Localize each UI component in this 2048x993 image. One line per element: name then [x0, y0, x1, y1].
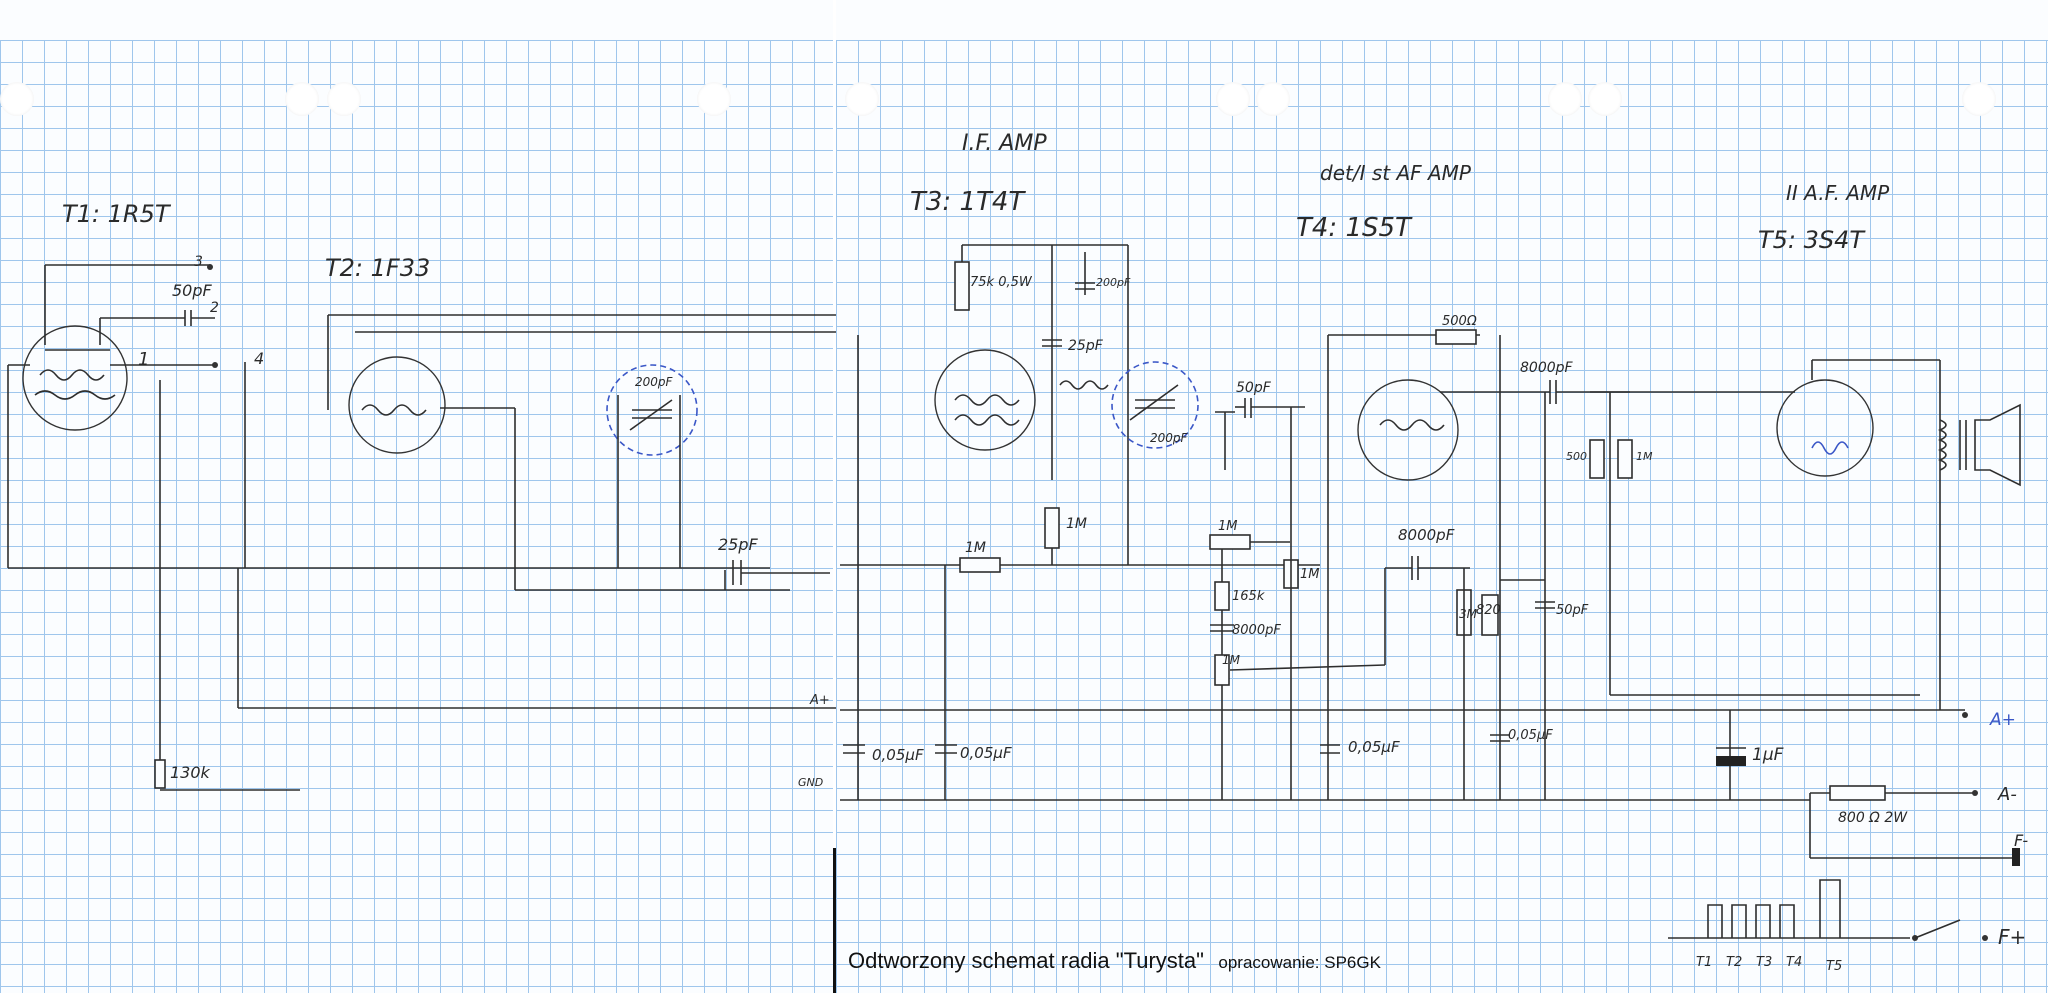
resistor-1m-c: [1209, 534, 1251, 550]
terminal-label-a-plus-right: A+: [1989, 710, 2016, 730]
filament-label-t3: T3: [1756, 955, 1772, 970]
resistor-500-ohm: [1435, 329, 1477, 345]
resistor-label-1m-e: 1M: [1300, 567, 1320, 582]
loudspeaker-icon: [1974, 403, 2021, 487]
tube-label-t1: T1: 1R5T: [62, 200, 172, 228]
cap-label-50pf-c: 50pF: [1556, 603, 1589, 618]
resistor-800-ohm: [1829, 785, 1886, 801]
resistor-1m-b: [959, 557, 1001, 573]
caption-credit: opracowanie: SP6GK: [1218, 953, 1381, 972]
cap-label-005uf-c: 0,05μF: [1348, 738, 1400, 756]
resistor-label-75k: 75k 0,5W: [970, 275, 1033, 290]
cap-label-200pf-t3b: 200pF: [1150, 431, 1189, 445]
terminal-label-a-minus: A-: [1997, 784, 2017, 805]
cap-label-005uf-d: 0,05μF: [1508, 728, 1553, 743]
punch-hole: [0, 82, 34, 116]
punch-hole: [1588, 82, 1622, 116]
cap-label-005uf-a: 0,05μF: [872, 746, 924, 764]
cap-label-8000pf-a: 8000pF: [1520, 360, 1574, 376]
cap-label-50pf-t1: 50pF: [172, 281, 213, 300]
filament-label-t5: T5: [1826, 959, 1842, 974]
node-label-4: 4: [254, 349, 264, 368]
terminal-label-f-plus: F+: [1998, 925, 2026, 949]
resistor-label-1m-b: 1M: [965, 540, 986, 556]
filament-battery-icon: [2012, 848, 2020, 866]
tube-t5-envelope: [1776, 379, 1874, 477]
resistor-label-130k: 130k: [170, 763, 211, 782]
punch-hole: [845, 82, 879, 116]
cap-label-8000pf-c: 8000pF: [1398, 526, 1455, 544]
resistor-label-800-ohm: 800 Ω 2W: [1838, 810, 1908, 826]
cap-label-1uf: 1μF: [1752, 745, 1784, 765]
tube-label-t4: T4: 1S5T: [1296, 213, 1413, 243]
cap-label-50pf-t4-coupling: 50pF: [1236, 380, 1272, 396]
cap-label-25pf-t3: 25pF: [1068, 338, 1104, 354]
terminal-label-a-plus-left: A+: [809, 693, 830, 708]
resistor-500-t5: [1589, 439, 1605, 479]
resistor-label-1m-t5: 1M: [1636, 450, 1653, 463]
punch-hole: [1548, 82, 1582, 116]
resistor-75k: [954, 261, 970, 311]
power-switch: [1914, 919, 1961, 939]
schematic-caption: Odtworzony schemat radia "Turysta" oprac…: [848, 948, 1381, 974]
punch-hole: [697, 82, 731, 116]
punch-hole: [1256, 82, 1290, 116]
resistor-label-3m: 3M: [1459, 607, 1478, 621]
tuning-capacitor-t2-outline: [606, 364, 698, 456]
cap-label-005uf-b: 0,05μF: [960, 744, 1012, 762]
resistor-820: [1481, 594, 1499, 636]
punch-hole: [327, 82, 361, 116]
resistor-1m-t5: [1617, 439, 1633, 479]
stage-label-if-amp: I.F. AMP: [962, 131, 1047, 156]
tube-t3-envelope: [934, 349, 1036, 451]
cap-label-200pf-t2: 200pF: [635, 375, 674, 389]
node-label-3: 3: [194, 254, 203, 270]
tube-t1-envelope: [22, 325, 128, 431]
stage-label-det-af: det/I st AF AMP: [1320, 161, 1472, 185]
tube-label-t2: T2: 1F33: [325, 254, 430, 282]
resistor-1m-a: [1044, 507, 1060, 549]
caption-title: Odtworzony schemat radia "Turysta": [848, 948, 1204, 973]
terminal-label-f-minus: F-: [2014, 831, 2028, 850]
node-label-2: 2: [210, 300, 219, 316]
resistor-label-165k: 165k: [1232, 589, 1265, 604]
resistor-label-820: 820: [1476, 603, 1501, 618]
terminal-label-gnd: GND: [798, 776, 823, 789]
resistor-label-1m-d: 1M: [1222, 653, 1241, 667]
tube-label-t3: T3: 1T4T: [910, 187, 1026, 217]
tube-label-t5: T5: 3S4T: [1758, 226, 1866, 254]
page-divider: [833, 848, 836, 993]
tube-t2-envelope: [348, 356, 446, 454]
notebook-page-left: [0, 0, 833, 993]
cap-label-25pf-t2: 25pF: [718, 535, 759, 554]
filament-label-t1: T1: [1696, 955, 1712, 970]
resistor-165k: [1214, 581, 1230, 611]
electrolytic-capacitor-1uf: [1716, 756, 1746, 766]
resistor-130k: [154, 759, 166, 789]
cap-label-8000pf-b: 8000pF: [1232, 623, 1281, 638]
resistor-label-500-ohm: 500Ω: [1442, 314, 1477, 329]
volume-potentiometer-1m: [1214, 654, 1230, 686]
filament-label-t4: T4: [1786, 955, 1802, 970]
resistor-label-1m-a: 1M: [1066, 516, 1087, 532]
tube-t4-envelope: [1357, 379, 1459, 481]
punch-hole: [285, 82, 319, 116]
cap-label-200pf-t3a: 200pF: [1096, 276, 1131, 289]
resistor-label-1m-c: 1M: [1218, 519, 1238, 534]
stage-label-af2: II A.F. AMP: [1786, 181, 1890, 205]
punch-hole: [1216, 82, 1250, 116]
tuning-capacitor-t3-outline: [1111, 361, 1199, 449]
punch-hole: [1962, 82, 1996, 116]
resistor-label-500-t5: 500: [1566, 450, 1587, 463]
notebook-page-right: [836, 0, 2048, 993]
filament-label-t2: T2: [1726, 955, 1742, 970]
node-label-1: 1: [138, 349, 149, 370]
